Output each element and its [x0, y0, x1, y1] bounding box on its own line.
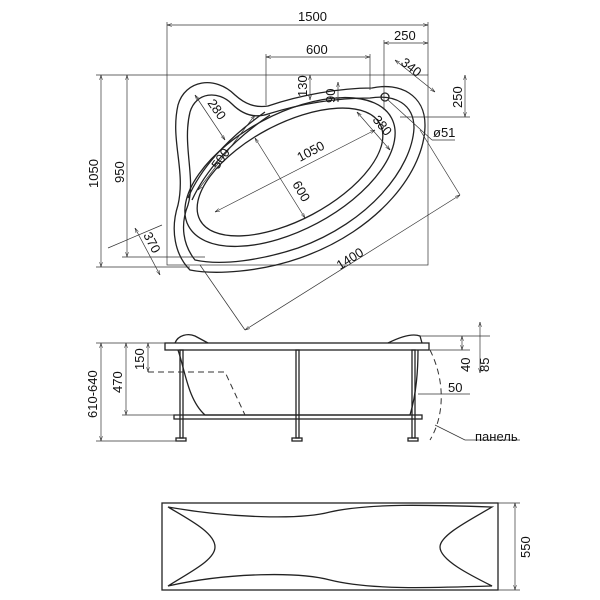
dim-950: 950	[112, 161, 127, 183]
headrest-right	[387, 334, 423, 344]
top-view: 1500 250 600 340 130 90 250 280 500 1050…	[86, 9, 470, 330]
extension-line	[419, 129, 461, 196]
tub-body	[177, 349, 419, 416]
drain-leader-line	[387, 99, 433, 141]
panel-relief	[167, 504, 495, 589]
dim-85: 85	[477, 358, 492, 372]
dim-50: 50	[448, 380, 462, 395]
dim-drain-51: ø51	[433, 125, 455, 140]
dim-280: 280	[205, 96, 230, 122]
dim-line-370	[135, 228, 160, 275]
leg-foot	[175, 437, 187, 442]
dim-600-top: 600	[306, 42, 328, 57]
leg	[411, 349, 416, 439]
headrest-left	[174, 334, 209, 344]
dim-470: 470	[110, 371, 125, 393]
dim-40: 40	[458, 358, 473, 372]
drain-icon	[380, 92, 390, 102]
leg	[295, 349, 300, 439]
side-view: 610-640 470 150 40 85 50 панель	[85, 322, 520, 444]
dim-550: 550	[518, 536, 533, 558]
panel-leader-line	[434, 424, 466, 441]
dim-130: 130	[295, 75, 310, 97]
dim-1050-bowl: 1050	[294, 138, 327, 165]
panel-outline	[429, 349, 442, 441]
panel-label: панель	[475, 429, 518, 444]
dim-150: 150	[132, 348, 147, 370]
rim	[164, 342, 430, 351]
dim-line-1050-bowl	[215, 130, 375, 212]
leg-foot	[407, 437, 419, 442]
dim-250-right: 250	[450, 86, 465, 108]
dim-340: 340	[398, 55, 424, 80]
panel-rectangle	[161, 502, 499, 591]
dim-250-top: 250	[394, 28, 416, 43]
dim-line-600-bowl	[255, 138, 305, 218]
dim-line-380	[357, 112, 390, 150]
dim-1500: 1500	[298, 9, 327, 24]
leg-foot	[291, 437, 303, 442]
base-frame	[173, 414, 423, 420]
dim-600-bowl: 600	[289, 178, 313, 204]
extension-line	[199, 264, 246, 331]
dim-90: 90	[323, 89, 338, 103]
dim-line-1400	[245, 195, 460, 330]
headrest-slope	[148, 371, 246, 416]
dim-line-340	[395, 60, 435, 92]
legs	[175, 349, 419, 442]
dim-610-640: 610-640	[85, 370, 100, 418]
dim-370: 370	[140, 229, 163, 255]
front-panel-view: 550	[161, 502, 533, 591]
dim-1050-height: 1050	[86, 159, 101, 188]
dim-1400: 1400	[334, 244, 366, 272]
